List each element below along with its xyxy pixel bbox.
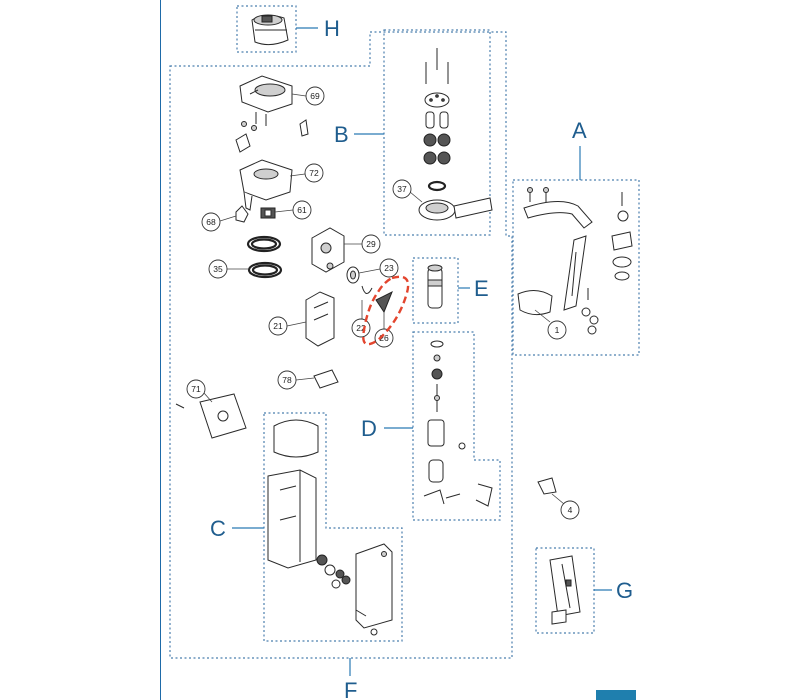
part-o-ring-upper bbox=[246, 235, 282, 253]
part-screws-upper bbox=[235, 112, 309, 153]
section-label-b: B bbox=[334, 122, 349, 147]
callout-number: 69 bbox=[310, 91, 320, 101]
callout-leaders bbox=[203, 93, 565, 505]
group-boundary-f bbox=[169, 31, 513, 659]
callout-number: 1 bbox=[555, 325, 560, 335]
part-b-gasket bbox=[424, 92, 450, 108]
group-boundary-h bbox=[236, 5, 297, 53]
callout-number: 4 bbox=[568, 505, 573, 515]
section-label-a: A bbox=[572, 118, 587, 143]
callout-22: 22 bbox=[351, 318, 371, 338]
callout-number: 37 bbox=[397, 184, 407, 194]
callout-number: 72 bbox=[309, 168, 319, 178]
part-69-upper-housing bbox=[239, 75, 293, 113]
highlight-marker bbox=[362, 275, 410, 346]
callout-4: 4 bbox=[560, 500, 580, 520]
part-22-spring-clip bbox=[361, 285, 373, 294]
part-a-slide-bar bbox=[563, 235, 587, 311]
part-37-arm-clamp bbox=[418, 197, 493, 221]
callout-number: 71 bbox=[191, 384, 201, 394]
part-1-end-cap bbox=[517, 290, 553, 316]
callout-number: 35 bbox=[213, 264, 223, 274]
part-c-column bbox=[267, 469, 317, 569]
group-boundary-a bbox=[512, 179, 640, 356]
callout-72: 72 bbox=[304, 163, 324, 183]
part-26-wedge bbox=[375, 290, 393, 314]
section-label-g: G bbox=[616, 578, 633, 603]
section-label-f: F bbox=[344, 678, 357, 700]
callout-23: 23 bbox=[379, 258, 399, 278]
callout-number: 21 bbox=[273, 321, 283, 331]
section-label-h: H bbox=[324, 16, 340, 41]
callout-68: 68 bbox=[201, 212, 221, 232]
callout-26: 26 bbox=[374, 328, 394, 348]
page-frame-line bbox=[160, 0, 161, 700]
part-71-mounting-plate bbox=[175, 393, 247, 439]
part-b-rollers bbox=[423, 111, 451, 165]
part-g-battery-holder bbox=[549, 555, 581, 625]
part-e-cylinder bbox=[427, 264, 443, 309]
callout-number: 61 bbox=[297, 205, 307, 215]
callout-71: 71 bbox=[186, 379, 206, 399]
part-a-arm bbox=[523, 187, 593, 229]
part-68-clip bbox=[235, 205, 249, 223]
part-c-rear-panel bbox=[355, 543, 393, 636]
callout-number: 23 bbox=[384, 263, 394, 273]
part-21-housing-cover bbox=[305, 291, 335, 347]
callout-number: 68 bbox=[206, 217, 216, 227]
part-4-knob bbox=[537, 477, 557, 495]
callout-number: 22 bbox=[356, 323, 366, 333]
part-35-o-ring-inner bbox=[251, 264, 279, 276]
corner-tab bbox=[596, 690, 636, 700]
callout-21: 21 bbox=[268, 316, 288, 336]
callout-37: 37 bbox=[392, 179, 412, 199]
part-b-bolts bbox=[425, 48, 449, 84]
callout-number: 78 bbox=[282, 375, 292, 385]
callout-35: 35 bbox=[208, 259, 228, 279]
callout-78: 78 bbox=[277, 370, 297, 390]
part-d-stack bbox=[423, 340, 493, 507]
callout-1: 1 bbox=[547, 320, 567, 340]
part-61-bracket bbox=[260, 207, 276, 219]
callout-29: 29 bbox=[361, 234, 381, 254]
callout-69: 69 bbox=[305, 86, 325, 106]
part-29-valve-body bbox=[311, 227, 345, 273]
part-c-cover-dome bbox=[273, 419, 319, 458]
part-72-mid-housing bbox=[239, 159, 293, 211]
section-label-e: E bbox=[474, 276, 489, 301]
callout-number: 29 bbox=[366, 239, 376, 249]
part-c-gear-set bbox=[316, 554, 351, 589]
group-boundary-c bbox=[263, 412, 403, 642]
part-b-small-ring bbox=[427, 180, 447, 192]
section-label-d: D bbox=[361, 416, 377, 441]
group-boundary-e bbox=[412, 257, 459, 324]
section-label-c: C bbox=[210, 516, 226, 541]
callout-61: 61 bbox=[292, 200, 312, 220]
part-a-right-stack bbox=[581, 192, 633, 335]
group-boundary-b bbox=[383, 29, 491, 236]
part-h-cap-unit bbox=[251, 14, 289, 46]
part-35-o-ring bbox=[247, 261, 283, 279]
part-78-bracket bbox=[313, 369, 339, 389]
group-boundary-d bbox=[412, 331, 501, 521]
part-23-washer bbox=[346, 266, 360, 284]
callout-number: 26 bbox=[379, 333, 389, 343]
part-o-ring-upper-inner bbox=[250, 238, 278, 250]
